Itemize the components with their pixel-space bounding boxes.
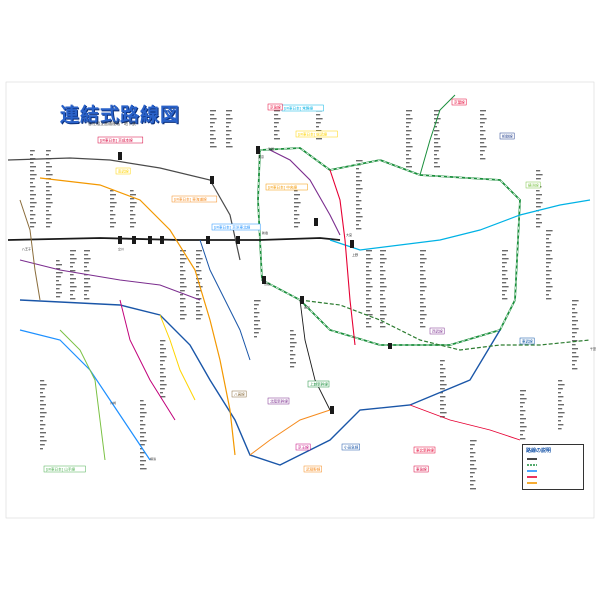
station-name: 千葉 (590, 346, 596, 351)
line-label: [JR東日本] 中央線 (266, 184, 307, 190)
line-label-text: 八高線 (234, 392, 245, 397)
map-subtitle: 各社相互直通運転・地下鉄 (88, 121, 136, 127)
line-label: 相鉄線 (500, 133, 514, 139)
line-label: 上越新幹線 (308, 381, 329, 387)
line-label-text: [JR東日本] 常磐線 (284, 106, 313, 111)
line-label: [JR東日本] 山手線 (44, 466, 85, 472)
line-label: 京急線 (268, 104, 282, 110)
line-label-text: [JR東日本] 京浜東北線 (214, 225, 251, 230)
line-label: 東急線 (414, 466, 428, 472)
line-label-text: 横浜線 (528, 183, 539, 188)
line-label: 小田急線 (342, 444, 360, 450)
line-label-text: [JR東日本] 山手線 (46, 467, 75, 472)
line-label: 北陸新幹線 (268, 398, 289, 404)
line-label-text: [JR東日本] 京成本線 (100, 138, 133, 143)
line-label-text: 京葉線 (454, 100, 465, 105)
line-label: 東北新幹線 (414, 447, 435, 453)
line-label: 京王線 (296, 444, 310, 450)
line-label-text: [JR東日本] 中央線 (268, 185, 297, 190)
line-label-text: 西武線 (432, 329, 443, 334)
line-label-text: 北陸新幹線 (270, 399, 288, 404)
station-name: 横浜 (150, 456, 156, 461)
line-label: 南武線 (116, 168, 130, 174)
station-name: 八王子 (22, 246, 31, 251)
station-name: 渋谷 (264, 281, 270, 286)
line-label: [JR東日本] 京浜東北線 (212, 224, 260, 230)
line-label: 東武線 (520, 338, 534, 344)
line-label-text: 南武線 (118, 169, 129, 174)
line-label-text: [JR東日本] 総武線 (298, 132, 327, 137)
line-label-text: 京急線 (270, 105, 281, 110)
line-label-text: 京王線 (298, 445, 309, 450)
line-label-text: 東武線 (522, 339, 533, 344)
line-label: 八高線 (232, 391, 246, 397)
line-label-text: 上越新幹線 (310, 382, 328, 387)
line-label-text: 武蔵野線 (306, 467, 321, 472)
station-name: 上野 (352, 252, 358, 257)
station-name: 大宮 (346, 232, 352, 237)
line-label: [JR東日本] 京成本線 (98, 137, 143, 143)
line-label-text: [JR東日本] 東海道線 (174, 197, 207, 202)
station-name: 東京 (258, 154, 264, 159)
line-label: 西武線 (430, 328, 444, 334)
legend-box: 路線の説明 (522, 444, 584, 490)
station-name: 立川 (118, 246, 124, 251)
line-label: 京葉線 (452, 99, 466, 105)
station-name: 池袋 (268, 146, 274, 151)
line-label-text: 相鉄線 (502, 134, 513, 139)
station-name: 川崎 (110, 400, 116, 405)
line-label-text: 東急線 (416, 467, 427, 472)
line-label: [JR東日本] 常磐線 (282, 105, 323, 111)
line-label: 武蔵野線 (304, 466, 322, 472)
station-name: 品川 (304, 305, 310, 309)
line-label-text: 小田急線 (344, 445, 359, 450)
station-name: 新宿 (262, 230, 268, 235)
legend-swatches (523, 445, 583, 489)
line-label: [JR東日本] 東海道線 (172, 196, 217, 202)
line-label-text: 東北新幹線 (416, 448, 434, 453)
line-label: 横浜線 (526, 182, 540, 188)
line-label: [JR東日本] 総武線 (296, 131, 337, 137)
